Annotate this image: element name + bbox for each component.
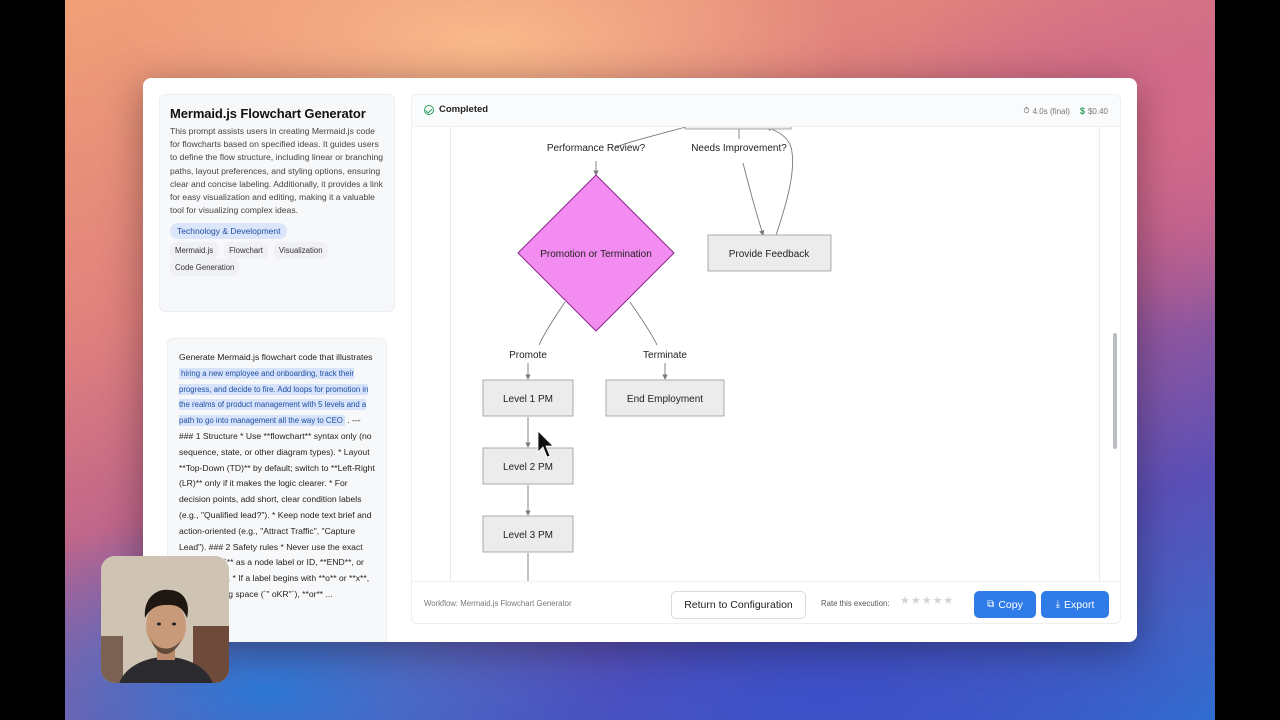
rate-label: Rate this execution: [821, 599, 890, 608]
rating-stars: ★ ★ ★ ★ ★ [900, 596, 953, 607]
timer-icon: ⏱ [1023, 106, 1030, 115]
vertical-scrollbar[interactable] [1113, 333, 1117, 449]
export-label: Export [1064, 598, 1095, 611]
edge [629, 301, 658, 346]
edge [538, 301, 566, 346]
label-terminate: Terminate [643, 350, 687, 361]
prompt-info-card: Mermaid.js Flowchart Generator This prom… [159, 94, 395, 312]
workflow-label: Workflow: Mermaid.js Flowchart Generator [424, 599, 572, 608]
copy-button[interactable]: ⧉ Copy [974, 591, 1036, 618]
status-indicator: Completed [424, 104, 488, 115]
star-icon[interactable]: ★ [921, 595, 932, 607]
mouse-cursor-icon [537, 430, 554, 458]
tag-list: Mermaid.js Flowchart Visualization Code … [170, 242, 384, 277]
prompt-intro: Generate Mermaid.js flowchart code that … [179, 352, 373, 362]
level3-node [482, 515, 574, 553]
copy-icon: ⧉ [987, 599, 995, 610]
return-to-configuration-button[interactable]: Return to Configuration [671, 591, 806, 619]
label-promote: Promote [509, 350, 547, 361]
flowchart-canvas[interactable]: Performance Review? Needs Improvement? P… [450, 127, 1100, 581]
copy-label: Copy [998, 598, 1023, 611]
level2-label: Level 2 PM [503, 462, 553, 473]
prompt-title: Mermaid.js Flowchart Generator [170, 106, 366, 121]
level3-label: Level 3 PM [503, 530, 553, 541]
time-metric: ⏱ 4.0s (final) [1023, 106, 1070, 116]
prompt-text: Generate Mermaid.js flowchart code that … [179, 350, 376, 603]
left-panel: Mermaid.js Flowchart Generator This prom… [159, 94, 395, 642]
export-button[interactable]: ⤓ Export [1041, 591, 1109, 618]
decision-label: Promotion or Termination [540, 249, 652, 260]
webcam-overlay [101, 556, 229, 683]
prompt-rest: . --- ### 1 Structure * Use **flowchart*… [179, 415, 375, 599]
end-employment-node [605, 379, 725, 417]
output-panel: Completed ⏱ 4.0s (final) $ $0.40 [411, 94, 1121, 624]
level1-label: Level 1 PM [503, 394, 553, 405]
partial-node [684, 127, 792, 130]
level1-node [482, 379, 574, 417]
status-label: Completed [439, 104, 489, 115]
prompt-text-card[interactable]: Generate Mermaid.js flowchart code that … [167, 338, 387, 642]
execution-metrics: ⏱ 4.0s (final) $ $0.40 [1023, 106, 1108, 116]
end-employment-label: End Employment [627, 394, 703, 405]
star-icon[interactable]: ★ [900, 595, 910, 607]
flowchart-svg: Performance Review? Needs Improvement? P… [482, 127, 832, 581]
label-performance-review: Performance Review? [547, 143, 646, 154]
flowchart-edges [525, 127, 794, 581]
output-header: Completed ⏱ 4.0s (final) $ $0.40 [412, 95, 1120, 127]
dollar-icon: $ [1079, 106, 1085, 116]
label-needs-improvement: Needs Improvement? [691, 143, 787, 154]
category-badge[interactable]: Technology & Development [170, 223, 288, 240]
edge [615, 127, 687, 148]
tag[interactable]: Code Generation [170, 259, 240, 277]
download-icon: ⤓ [1055, 599, 1061, 610]
edge [766, 127, 794, 236]
star-icon[interactable]: ★ [932, 595, 943, 607]
star-icon[interactable]: ★ [910, 595, 921, 607]
feedback-label: Provide Feedback [729, 249, 811, 260]
feedback-node [707, 234, 832, 272]
check-circle-icon [424, 104, 434, 115]
edge [742, 162, 765, 236]
cost-metric: $ $0.40 [1080, 106, 1108, 116]
output-footer: Workflow: Mermaid.js Flowchart Generator… [412, 581, 1120, 623]
presenter-video [101, 556, 229, 683]
tag[interactable]: Visualization [273, 242, 328, 260]
star-icon[interactable]: ★ [943, 595, 954, 607]
tag[interactable]: Mermaid.js [170, 242, 219, 260]
level2-node [482, 447, 574, 485]
prompt-description: This prompt assists users in creating Me… [170, 126, 384, 216]
decision-node [517, 174, 675, 332]
prompt-highlight: hiring a new employee and onboarding, tr… [179, 367, 369, 427]
cost-value: $0.40 [1087, 106, 1108, 116]
app-window: Mermaid.js Flowchart Generator This prom… [143, 78, 1137, 642]
time-value: 4.0s (final) [1032, 106, 1070, 116]
tag[interactable]: Flowchart [224, 242, 268, 260]
